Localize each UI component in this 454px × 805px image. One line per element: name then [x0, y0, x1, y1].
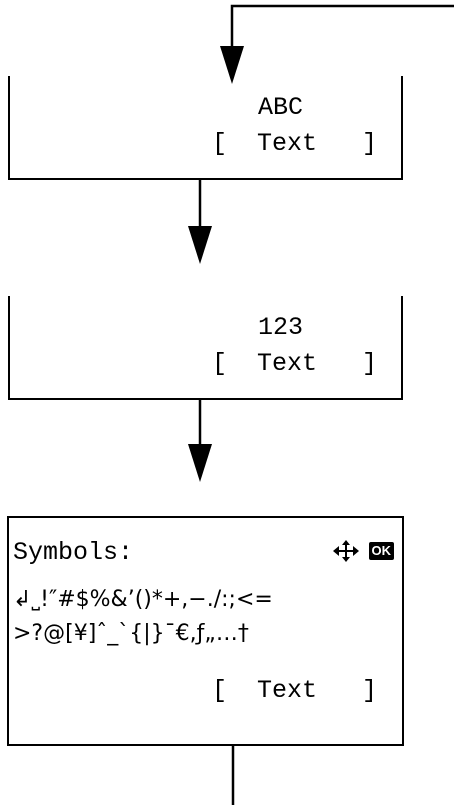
screen-symbols-icons: OK [332, 540, 394, 562]
arrow-into-abc [220, 46, 244, 84]
screen-123-softkey: [ Text ] [212, 349, 378, 378]
four-way-arrow-icon [332, 540, 359, 562]
ok-icon: OK [368, 542, 394, 560]
loop-return-line [230, 4, 454, 50]
screen-123: 123 [ Text ] [8, 296, 403, 400]
screen-abc-title: ABC [258, 93, 304, 122]
screen-123-title: 123 [258, 313, 304, 342]
arrow-into-symbols [188, 444, 212, 482]
arrow-into-123 [188, 226, 212, 264]
symbol-row-2: >?@[¥]ˆ_`{|}¯€,ƒ„…† [13, 621, 249, 646]
screen-abc-softkey: [ Text ] [212, 129, 378, 158]
screen-symbols-softkey: [ Text ] [212, 676, 378, 705]
screen-symbols-title: Symbols: [13, 538, 134, 567]
symbol-row-1: ↲˽!″#$%&’()*+,−./:;<= [13, 587, 273, 612]
screen-symbols: Symbols: OK ↲˽!″#$%&’()*+,−./:;<= >?@[¥]… [7, 516, 404, 746]
screen-abc: ABC [ Text ] [8, 76, 403, 180]
